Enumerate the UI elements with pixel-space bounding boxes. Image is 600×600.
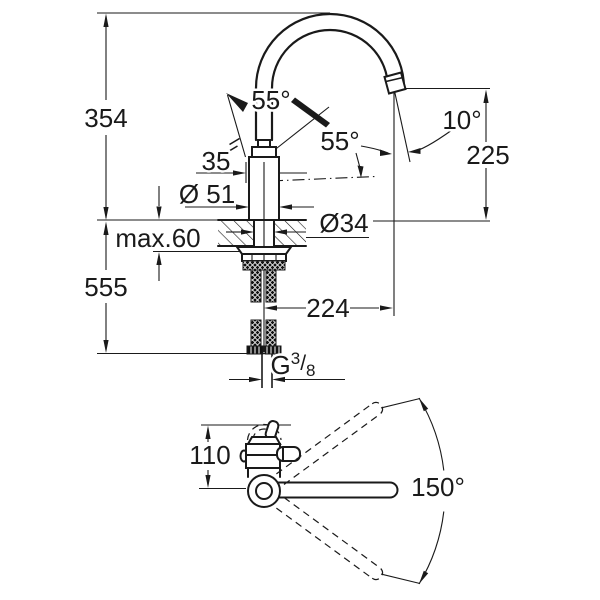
swivel-base-inner xyxy=(255,482,273,500)
counter-hatch-left xyxy=(218,220,254,246)
label-max60: max.60 xyxy=(115,223,200,253)
swivel-arm-dashed-upper xyxy=(276,401,384,485)
dim-225 xyxy=(483,89,489,220)
swivel-arm-dashed-lower xyxy=(276,497,384,581)
counter-section xyxy=(217,219,307,248)
label-150deg: 150° xyxy=(411,472,465,502)
dim-dia51 xyxy=(185,204,314,210)
supply-hose-right xyxy=(265,319,277,347)
mounting-nut xyxy=(242,260,286,271)
lever-neck xyxy=(257,139,271,148)
dimension-labels: 354 555 max.60 35 Ø 51 Ø34 55° 55° 10° 2… xyxy=(82,83,512,505)
body-cap-top xyxy=(246,436,282,445)
threaded-stud-right xyxy=(265,269,277,303)
spout-contour-hidden-outer xyxy=(246,423,282,441)
label-55-left: 55° xyxy=(251,85,290,115)
dim-150 xyxy=(380,397,445,585)
lever-position-right xyxy=(291,97,330,128)
swivel-arc xyxy=(418,397,445,471)
label-35: 35 xyxy=(202,146,231,176)
angle-55-right xyxy=(271,97,392,178)
label-110: 110 xyxy=(189,440,230,470)
label-354: 354 xyxy=(84,103,127,133)
label-555: 555 xyxy=(84,272,127,302)
label-225: 225 xyxy=(466,140,509,170)
lever-collar xyxy=(251,146,277,158)
label-10deg: 10° xyxy=(442,105,481,135)
supply-hose-left xyxy=(250,319,262,347)
label-55-right: 55° xyxy=(320,126,359,156)
angle-10 xyxy=(408,129,453,154)
reference-lines xyxy=(97,12,490,355)
faucet-top-view xyxy=(199,397,445,585)
dim-354 xyxy=(103,13,109,220)
label-dia51: Ø 51 xyxy=(179,179,235,209)
dim-g38 xyxy=(229,376,345,383)
spout-arc-outer xyxy=(254,12,406,90)
faucet-side-view xyxy=(217,12,407,388)
label-224: 224 xyxy=(306,293,349,323)
dim-max60 xyxy=(156,186,162,281)
angle-55-left xyxy=(226,93,248,158)
label-g38: G3/8 xyxy=(270,349,315,380)
hose-fitting-left xyxy=(246,345,264,355)
outlet-aerator xyxy=(383,71,407,95)
dim-555 xyxy=(103,221,109,353)
counter-hatch-right xyxy=(274,220,306,246)
mounting-hardware xyxy=(235,246,293,388)
spout-arc-inner xyxy=(270,28,390,90)
dim-224 xyxy=(264,305,393,311)
mounting-flange xyxy=(235,246,293,255)
dim-110 xyxy=(205,425,211,488)
lever-position-left xyxy=(226,93,248,112)
lever-axis-centerline xyxy=(270,175,376,182)
threaded-stud-left xyxy=(250,269,262,303)
hose-fitting-right xyxy=(264,345,282,355)
swivel-arm-solid xyxy=(269,481,399,499)
label-dia34: Ø34 xyxy=(319,208,368,238)
